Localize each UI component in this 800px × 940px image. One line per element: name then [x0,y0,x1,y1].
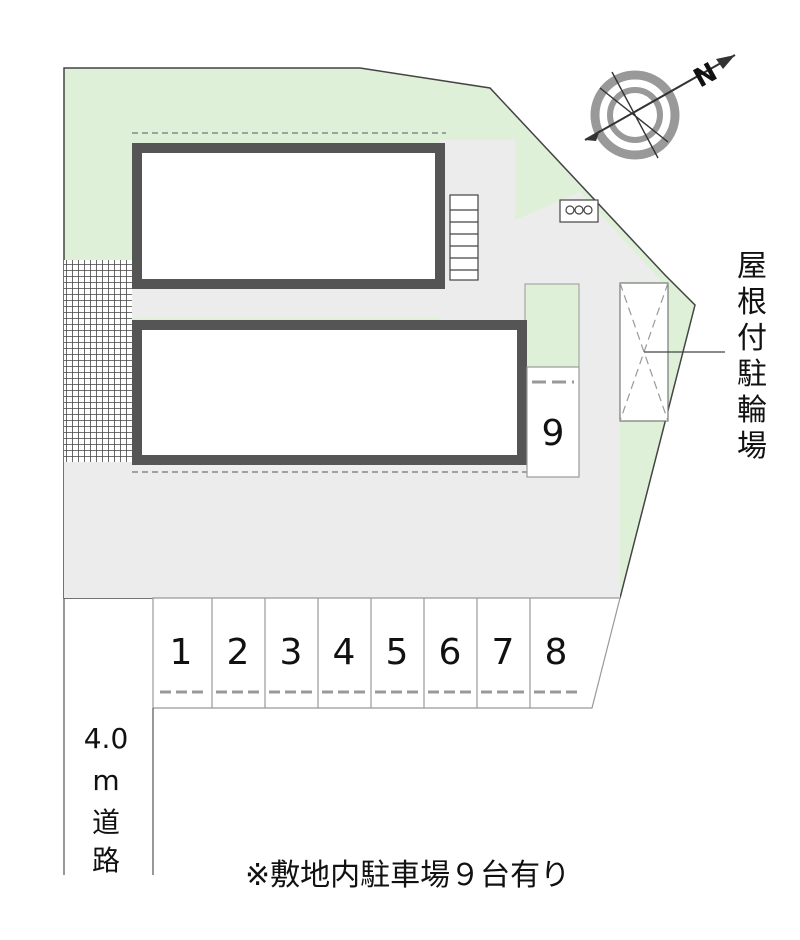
building-lower [132,320,527,465]
space-label-8: 8 [545,632,568,673]
parking-space-9: 9 [526,366,580,478]
svg-text:N: N [689,57,723,94]
bicycle-parking-label: 屋 根 付 駐 輪 場 [737,249,767,464]
svg-text:m: m [92,764,119,797]
space-label-7: 7 [492,632,515,673]
bicycle-parking [619,282,725,422]
space-label-2: 2 [227,632,250,673]
parking-note: ※敷地内駐車場９台有り [245,858,570,893]
road: 4.0 m 道 路 [63,598,154,877]
space-label-6: 6 [439,632,462,673]
green-island [524,283,580,369]
svg-text:4.0: 4.0 [84,722,129,755]
svg-text:場: 場 [737,429,767,464]
svg-text:9: 9 [542,413,565,454]
grid-wall [64,260,132,462]
paved-strip [580,282,620,598]
building-upper [132,143,445,289]
svg-text:輪: 輪 [737,393,767,428]
stairs [449,194,479,281]
svg-text:道: 道 [92,806,120,839]
space-label-3: 3 [280,632,303,673]
svg-text:付: 付 [737,321,767,356]
svg-text:屋: 屋 [737,249,767,284]
svg-text:根: 根 [737,285,767,320]
space-label-1: 1 [170,632,193,673]
paved-lane [130,288,580,318]
space-label-5: 5 [386,632,409,673]
compass-icon: N [584,54,736,160]
meter-icon [559,199,599,223]
svg-text:路: 路 [92,844,120,877]
paved-area [64,140,662,598]
space-label-4: 4 [333,632,356,673]
parking-row: 1 2 3 4 5 6 7 8 [152,597,621,709]
svg-text:駐: 駐 [737,357,767,392]
